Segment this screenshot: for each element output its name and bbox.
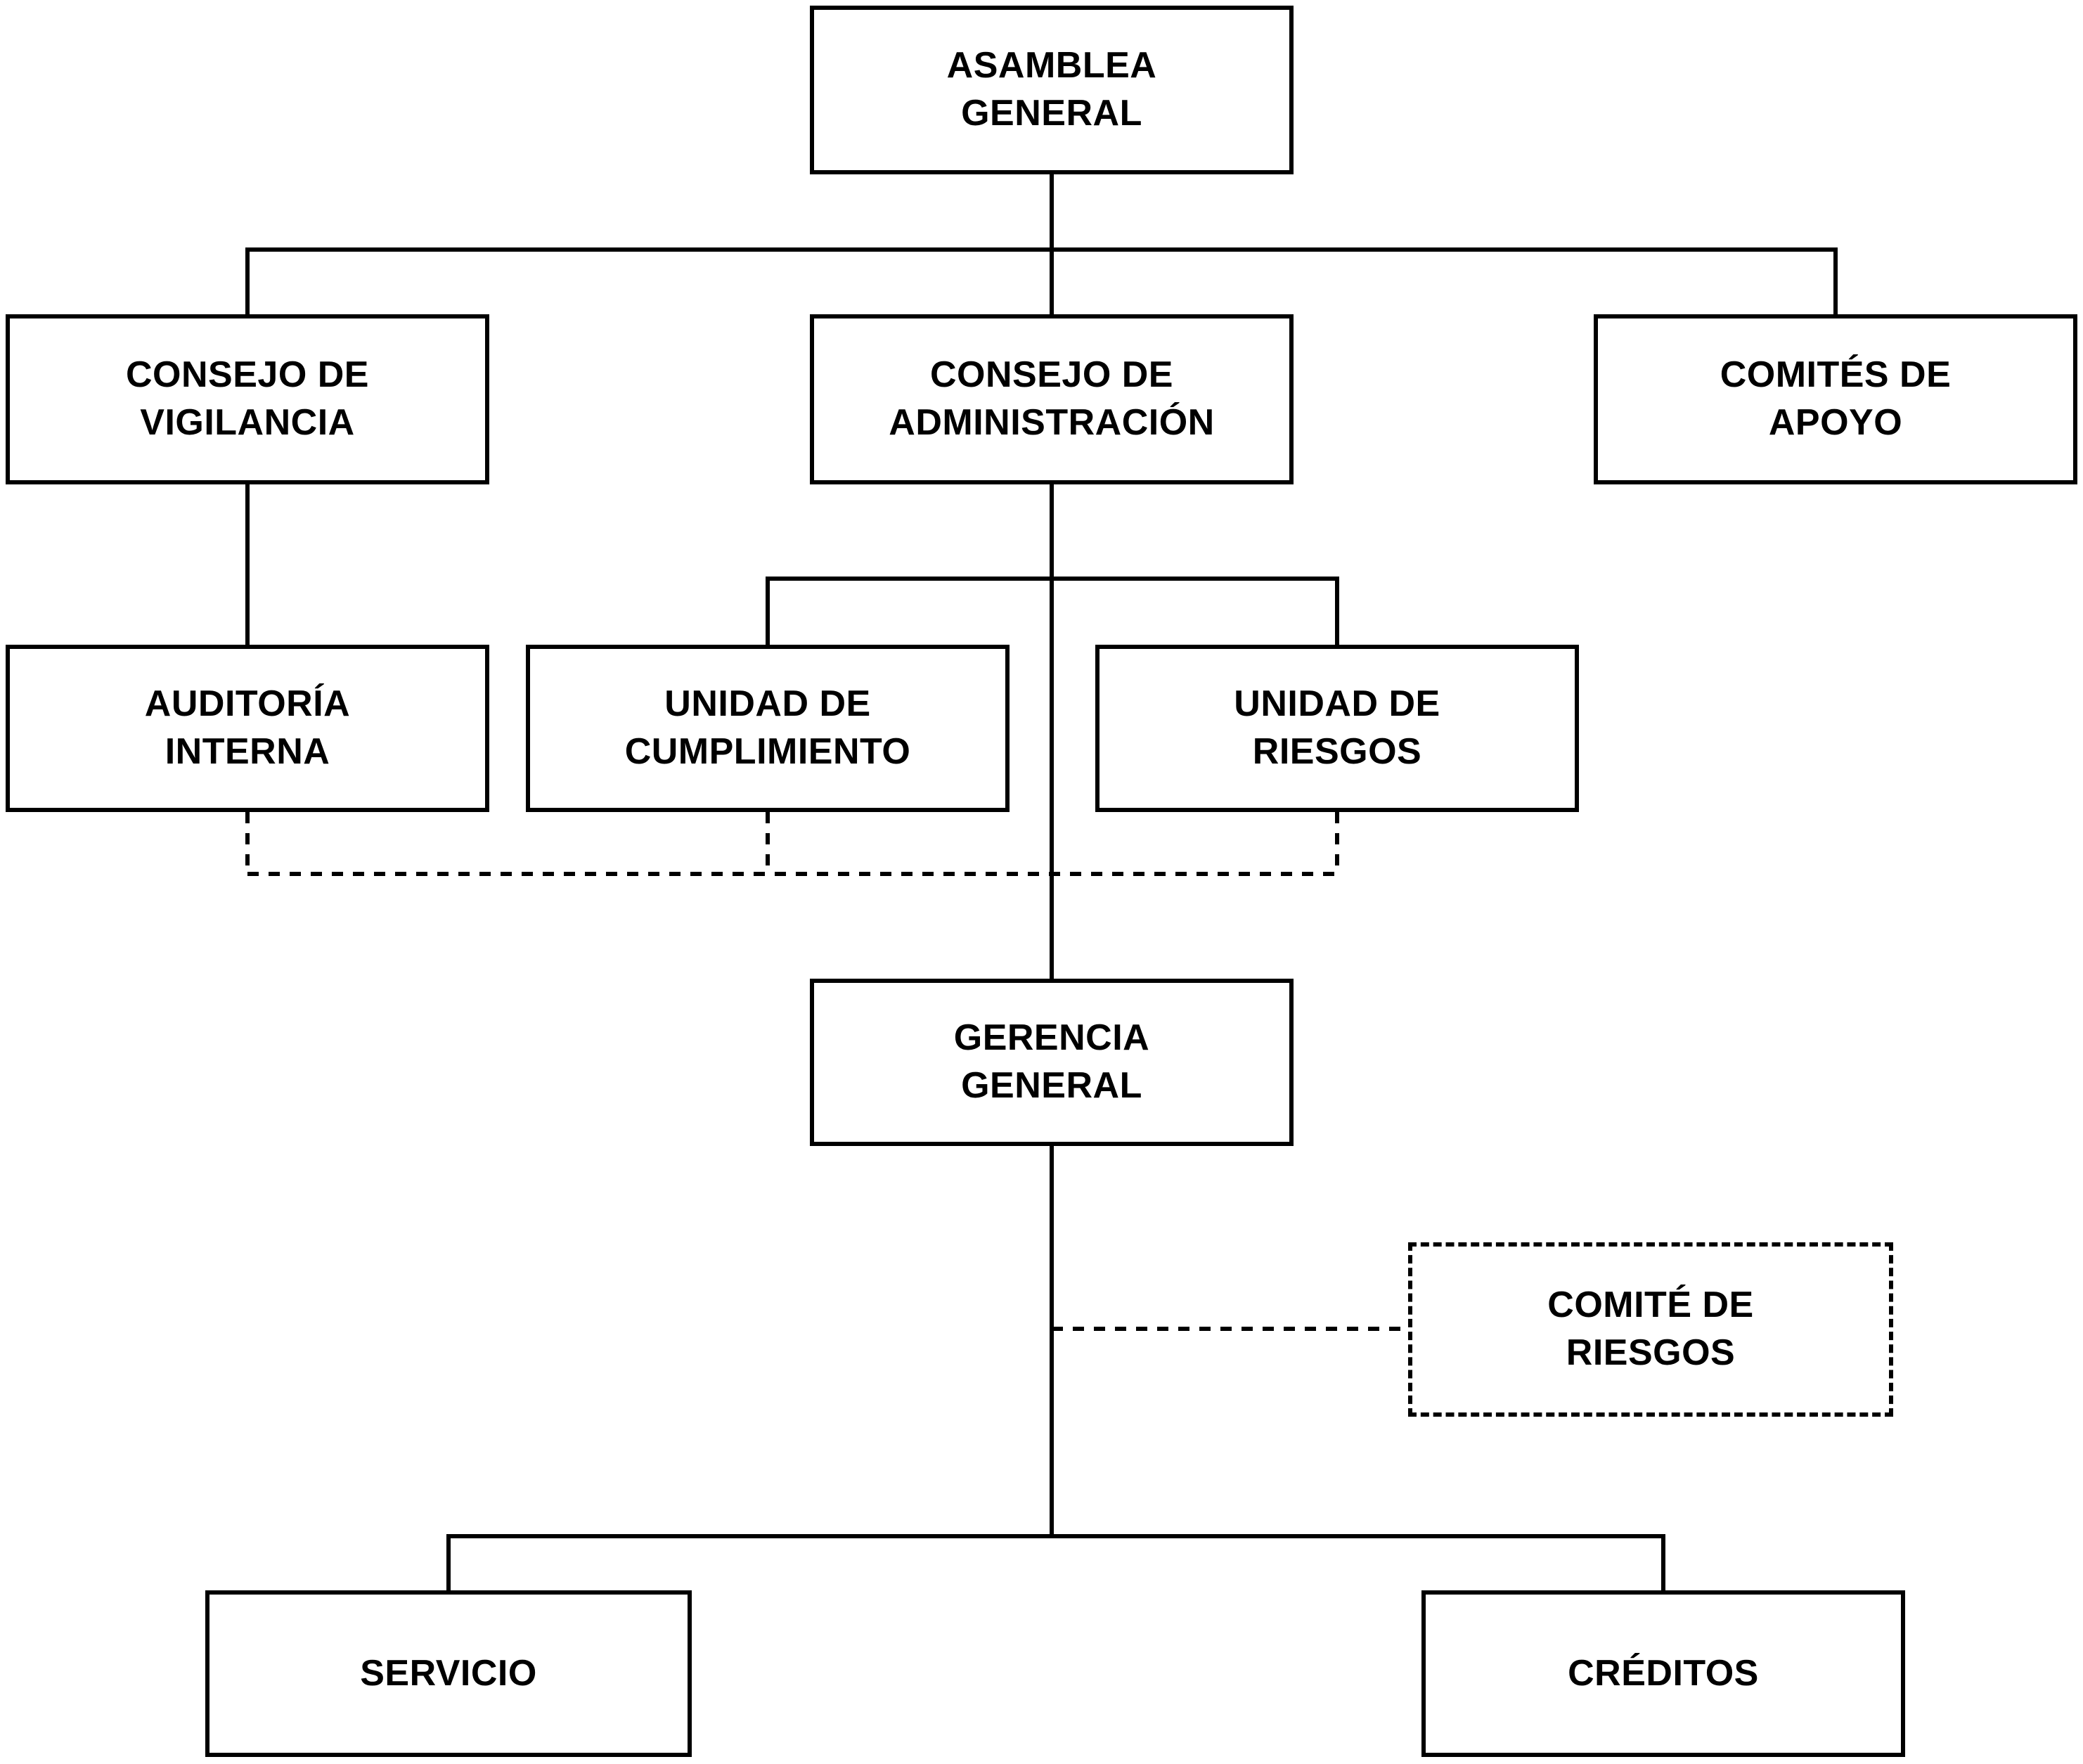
node-gerencia-general: GERENCIA GENERAL bbox=[810, 979, 1294, 1146]
node-label: GERENCIA GENERAL bbox=[953, 1017, 1150, 1106]
node-label: UNIDAD DE RIESGOS bbox=[1234, 683, 1440, 772]
node-label: SERVICIO bbox=[360, 1652, 537, 1694]
node-asamblea-general: ASAMBLEA GENERAL bbox=[810, 6, 1294, 174]
node-label: ASAMBLEA GENERAL bbox=[946, 45, 1157, 134]
node-consejo-de-administracion: CONSEJO DE ADMINISTRACIÓN bbox=[810, 314, 1294, 484]
node-unidad-de-riesgos: UNIDAD DE RIESGOS bbox=[1095, 645, 1579, 812]
node-auditoria-interna: AUDITORÍA INTERNA bbox=[6, 645, 489, 812]
node-unidad-de-cumplimiento: UNIDAD DE CUMPLIMIENTO bbox=[526, 645, 1010, 812]
node-servicio: SERVICIO bbox=[205, 1590, 692, 1757]
node-label: AUDITORÍA INTERNA bbox=[144, 683, 351, 772]
node-label: CONSEJO DE VIGILANCIA bbox=[126, 354, 369, 443]
node-label: CONSEJO DE ADMINISTRACIÓN bbox=[889, 354, 1215, 443]
node-comite-de-riesgos: COMITÉ DE RIESGOS bbox=[1408, 1242, 1893, 1417]
node-comites-de-apoyo: COMITÉS DE APOYO bbox=[1594, 314, 2077, 484]
node-label: COMITÉS DE APOYO bbox=[1720, 354, 1952, 443]
node-consejo-de-vigilancia: CONSEJO DE VIGILANCIA bbox=[6, 314, 489, 484]
node-label: UNIDAD DE CUMPLIMIENTO bbox=[624, 683, 911, 772]
node-creditos: CRÉDITOS bbox=[1421, 1590, 1905, 1757]
node-label: COMITÉ DE RIESGOS bbox=[1547, 1285, 1754, 1373]
node-label: CRÉDITOS bbox=[1568, 1652, 1759, 1694]
